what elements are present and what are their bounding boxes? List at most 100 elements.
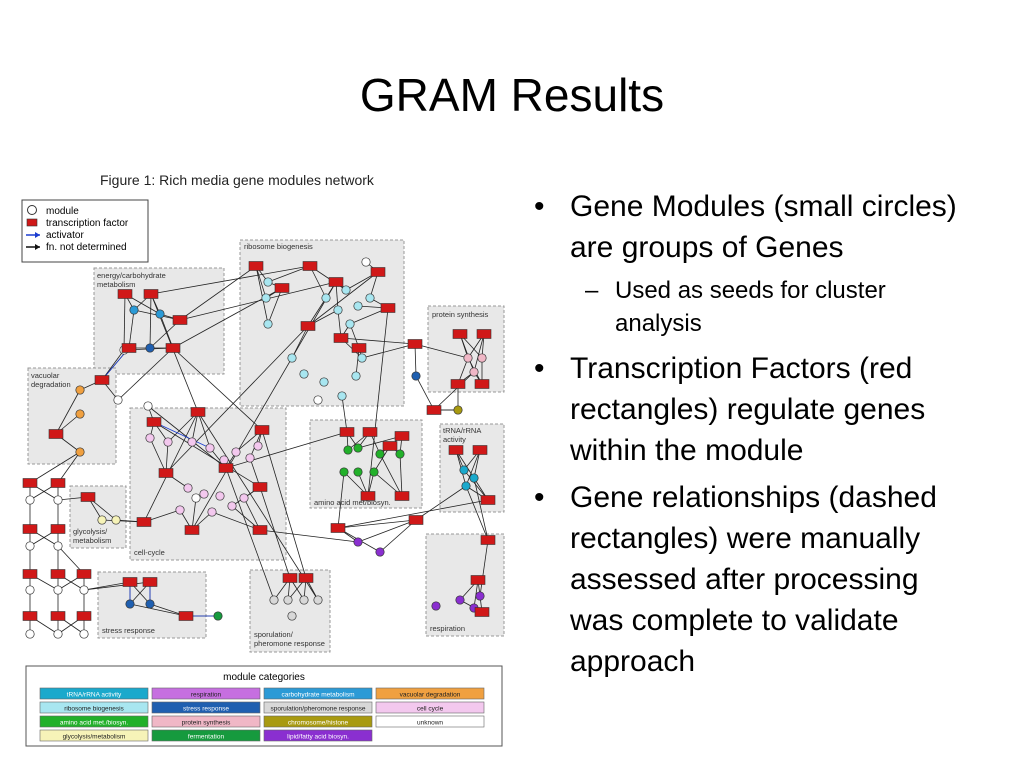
gene-module-node [219,455,229,465]
transcription-factor-node [302,261,318,271]
category-label: sporulation/pheromone response [270,706,365,713]
gene-module-node [213,611,223,621]
category-swatch [263,687,373,700]
regulation-edge [261,429,307,579]
regulation-edge [415,375,435,411]
transcription-factor-node [143,289,159,299]
regulation-edge [101,349,125,381]
gene-module-node [25,541,35,551]
transcription-factor-node [382,441,398,451]
regulation-edge [29,451,81,484]
bullet-dot-icon: • [534,190,545,223]
regulation-edge [309,265,327,299]
regulation-edge [83,581,131,591]
gene-module-node [353,443,363,453]
gene-module-node [163,437,173,447]
transcription-factor-node [76,611,92,621]
figure-caption: Figure 1: Rich media gene modules networ… [100,172,375,188]
gene-module-node [319,377,329,387]
transcription-factor-node [94,375,110,385]
transcription-factor-node [22,524,38,534]
regulation-edge [463,469,489,501]
gene-module-node [353,537,363,547]
gene-module-node [183,483,193,493]
regulation-edge [225,467,275,601]
transcription-factor-node [178,611,194,621]
gene-module-node [53,495,63,505]
gene-module-node [263,319,273,329]
gene-module-node [25,585,35,595]
transcription-factor-node [394,431,410,441]
transcription-factor-node [480,535,496,545]
network-figure: Figure 1: Rich media gene modules networ… [18,160,508,750]
regulation-edge [57,451,81,484]
regulation-edge [473,477,489,541]
gene-module-node [455,595,465,605]
transcription-factor-node [333,333,349,343]
gene-module-node [341,285,351,295]
gene-module-node [25,629,35,639]
category-label: tRNA/rRNA activity [67,692,122,699]
sub-bullet-text: Used as seeds for cluster analysis [615,277,886,337]
group-sporulation [249,569,331,653]
gene-module-node [231,447,241,457]
transcription-factor-node [300,321,316,331]
gene-module-node [313,395,323,405]
activator-edge [153,421,211,449]
gene-module-node [321,293,331,303]
transcription-factor-node [50,478,66,488]
regulation-edge [340,337,416,345]
gene-module-node [191,493,201,503]
legend-activator: activator [46,230,84,241]
gene-module-node [463,353,473,363]
transcription-factor-node [22,569,38,579]
regulation-edge [399,453,403,497]
gene-module-node [453,405,463,415]
gene-module-node [461,481,471,491]
gene-module-node [111,515,121,525]
regulation-edge [123,293,126,351]
regulation-edge [117,347,174,401]
transcription-factor-node [426,405,442,415]
regulation-edge [259,529,359,543]
gene-module-node [339,467,349,477]
regulation-edge [129,603,187,617]
regulation-edge [197,411,319,601]
gene-module-node [199,489,209,499]
transcription-factor-node [122,577,138,587]
gene-module-node [353,467,363,477]
gene-module-node [125,599,135,609]
transcription-factor-node [380,303,396,313]
group-energy-carbohydrate [93,267,225,375]
gene-module-node [375,449,385,459]
category-swatch [39,687,149,700]
transcription-factor-node [136,517,152,527]
regulation-edge [128,309,135,349]
transcription-factor-node [254,425,270,435]
transcription-factor-node [121,343,137,353]
transcription-factor-node [370,267,386,277]
regulation-edge [55,389,81,435]
gene-module-node [469,473,479,483]
gene-module-node [431,601,441,611]
regulation-edge [361,343,416,359]
regulation-edge [259,486,291,579]
transcription-factor-node [22,478,38,488]
category-swatch [263,701,373,714]
category-swatch [263,729,373,742]
transcription-factor-node [408,515,424,525]
gene-module-node [207,507,217,517]
transcription-factor-node [474,607,490,617]
transcription-factor-node [476,329,492,339]
category-swatch [151,715,261,728]
legend-tf: transcription factor [46,218,129,229]
circle-icon [27,205,37,215]
gene-module-node [227,501,237,511]
label-glycolysis: glycolysis/metabolism [73,527,111,545]
transcription-factor-node [22,611,38,621]
regulation-edge [337,471,345,529]
regulation-edge [414,343,469,359]
transcription-factor-node [190,407,206,417]
category-label: cell cycle [417,706,444,713]
